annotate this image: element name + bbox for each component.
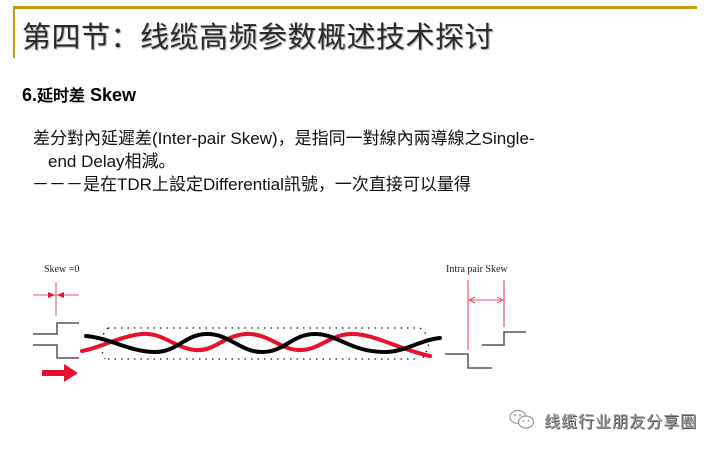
watermark: 线缆行业朋友分享圈 [508, 408, 697, 432]
skew-zero-marker [33, 282, 79, 316]
intra-pair-skew-marker [467, 280, 505, 350]
direction-arrow-icon [42, 364, 78, 382]
red-wire [80, 331, 432, 358]
dotted-envelope [100, 327, 430, 360]
section-number: 6. [22, 85, 38, 105]
page-title: 第四节：线缆高频参数概述技术探讨 [22, 20, 495, 54]
title-frame [13, 6, 697, 58]
skew-zero-label: Skew =0 [44, 264, 80, 275]
body-text: 差分對內延遲差(Inter-pair Skew)，是指同一對線內兩導線之Sing… [32, 127, 535, 196]
diagram-graphics [33, 280, 526, 382]
body-line-2: end Delay相減。 [48, 152, 176, 171]
section-heading-en: Skew [85, 85, 137, 105]
watermark-text: 线缆行业朋友分享圈 [544, 412, 698, 431]
wechat-icon [509, 409, 535, 429]
black-wire [84, 331, 442, 355]
left-step-signals [33, 322, 79, 359]
body-line-3: －－－是在TDR上設定Differential訊號，一次直接可以量得 [32, 175, 471, 194]
skew-diagram: Skew =0 Intra pair Skew [0, 250, 560, 390]
intra-pair-skew-label: Intra pair Skew [446, 264, 508, 275]
section-heading: 6.延时差 Skew [22, 82, 136, 106]
body-line-1: 差分對內延遲差(Inter-pair Skew)，是指同一對線內兩導線之Sing… [33, 129, 535, 148]
section-heading-cjk: 延时差 [37, 86, 86, 105]
right-step-signals [445, 331, 526, 369]
